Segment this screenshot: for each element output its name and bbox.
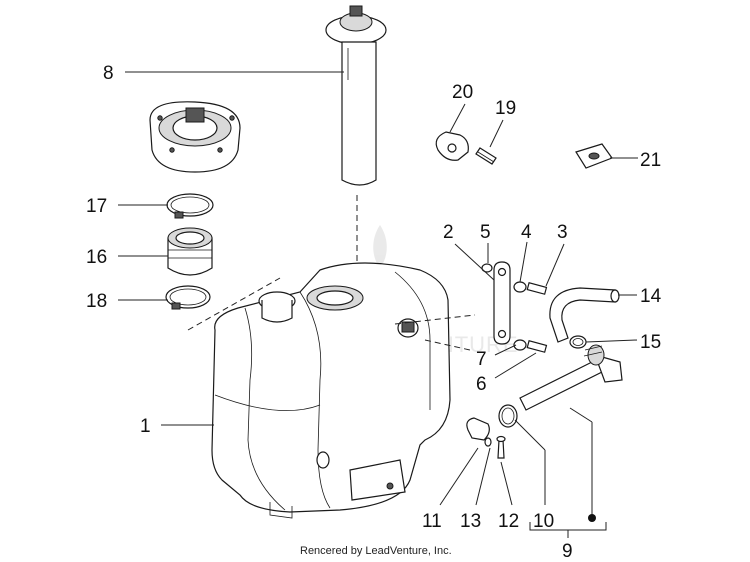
credit-text: Rencered by LeadVenture, Inc. bbox=[300, 545, 452, 557]
part-16-hose bbox=[167, 227, 213, 276]
part-19-screw bbox=[475, 147, 497, 165]
callout-16: 16 bbox=[86, 247, 107, 268]
part-4-washer bbox=[513, 281, 527, 293]
callout-20: 20 bbox=[452, 82, 473, 103]
callout-14: 14 bbox=[640, 286, 662, 307]
part-15-clamp bbox=[569, 335, 587, 349]
part-1-fuel-tank bbox=[211, 262, 451, 519]
part-9-pickup-tube bbox=[519, 344, 623, 411]
callout-3: 3 bbox=[557, 222, 568, 243]
leader-dot-9 bbox=[588, 514, 596, 522]
part-7-washer bbox=[513, 339, 527, 351]
callout-18: 18 bbox=[86, 291, 107, 312]
cap-guide-dashed bbox=[187, 277, 281, 331]
part-10-o-ring bbox=[498, 404, 518, 428]
callout-6: 6 bbox=[476, 374, 487, 395]
part-13-washer bbox=[484, 437, 492, 447]
callout-labels: 8 17 16 18 1 20 19 21 2 5 4 3 14 15 7 6 … bbox=[86, 63, 662, 562]
callout-1: 1 bbox=[140, 416, 151, 437]
callout-17: 17 bbox=[86, 196, 107, 217]
part-8-fuel-sender bbox=[325, 5, 387, 265]
part-17-clamp bbox=[166, 193, 214, 219]
callout-11: 11 bbox=[422, 511, 442, 532]
part-2-bracket bbox=[493, 261, 511, 345]
part-6-bolt bbox=[526, 340, 548, 353]
callout-21: 21 bbox=[640, 150, 661, 171]
part-21-nut bbox=[575, 143, 613, 169]
callout-19: 19 bbox=[495, 98, 516, 119]
callout-7: 7 bbox=[476, 349, 487, 370]
callout-4: 4 bbox=[521, 222, 532, 243]
part-11-clamp bbox=[466, 417, 490, 441]
callout-9: 9 bbox=[562, 541, 573, 562]
part-3-bolt bbox=[526, 282, 548, 295]
part-18-clamp bbox=[165, 285, 211, 310]
sender-guide-dashed bbox=[394, 314, 476, 325]
callout-13: 13 bbox=[460, 511, 481, 532]
callout-10: 10 bbox=[533, 511, 554, 532]
callout-8: 8 bbox=[103, 63, 114, 84]
part-cap-assembly bbox=[149, 101, 241, 173]
callout-12: 12 bbox=[498, 511, 519, 532]
callout-2: 2 bbox=[443, 222, 454, 243]
part-5-washer bbox=[481, 263, 493, 273]
leader-lines bbox=[118, 71, 638, 538]
part-20-clip bbox=[435, 131, 469, 161]
callout-5: 5 bbox=[480, 222, 491, 243]
part-12-screw bbox=[496, 435, 506, 459]
part-14-hose bbox=[549, 287, 620, 343]
callout-15: 15 bbox=[640, 332, 661, 353]
fitting-guide-dashed bbox=[424, 339, 471, 351]
watermark-logo-icon bbox=[373, 225, 387, 268]
